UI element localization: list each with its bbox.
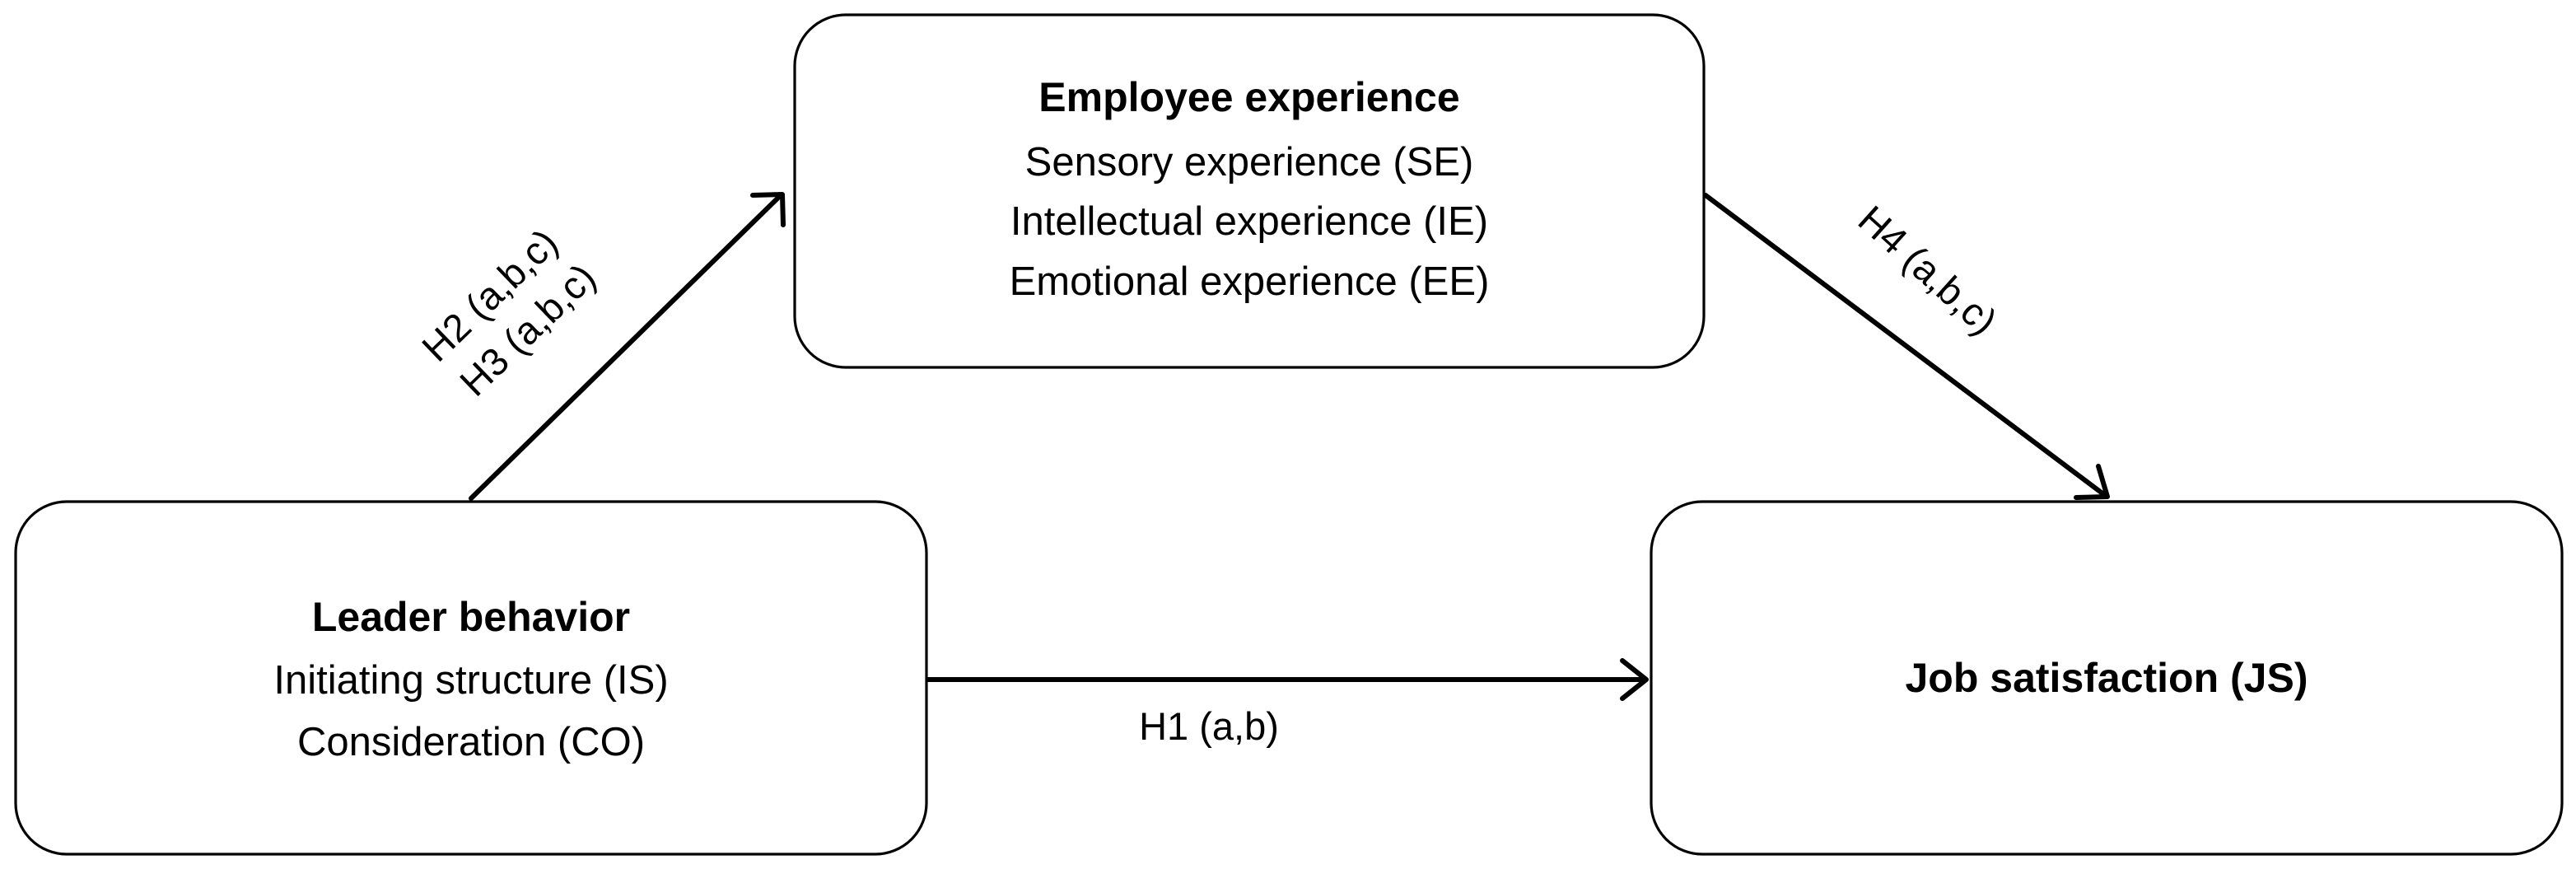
edge-experience-to-satisfaction: H4 (a,b,c) [1703, 193, 2110, 500]
node-leader-behavior-item-co: Consideration (CO) [297, 720, 645, 764]
node-employee-experience-item-se: Sensory experience (SE) [1025, 140, 1474, 185]
edge-leader-to-experience-arrowhead [750, 192, 786, 227]
node-leader-behavior-title: Leader behavior [312, 594, 630, 640]
node-employee-experience-item-ee: Emotional experience (EE) [1010, 259, 1490, 304]
edge-experience-to-satisfaction-line [1703, 193, 2108, 498]
edge-experience-to-satisfaction-arrowhead [2074, 464, 2110, 500]
node-employee-experience-item-ie: Intellectual experience (IE) [1010, 199, 1488, 244]
node-job-satisfaction-title: Job satisfaction (JS) [1906, 655, 2308, 701]
node-job-satisfaction: Job satisfaction (JS) [1650, 500, 2564, 856]
edge-leader-to-satisfaction: H1 (a,b) [926, 658, 1649, 748]
node-leader-behavior: Leader behavior Initiating structure (IS… [14, 500, 928, 856]
node-employee-experience: Employee experience Sensory experience (… [793, 13, 1706, 369]
edge-leader-to-satisfaction-arrowhead [1620, 658, 1649, 701]
node-employee-experience-box [793, 13, 1706, 369]
node-leader-behavior-item-is: Initiating structure (IS) [273, 658, 668, 703]
edge-leader-to-experience-line [469, 193, 783, 501]
edge-leader-to-satisfaction-label: H1 (a,b) [1139, 704, 1279, 748]
node-job-satisfaction-box [1650, 500, 2564, 856]
edge-leader-to-experience: H2 (a,b,c) H3 (a,b,c) [413, 192, 786, 501]
node-employee-experience-title: Employee experience [1038, 74, 1459, 120]
